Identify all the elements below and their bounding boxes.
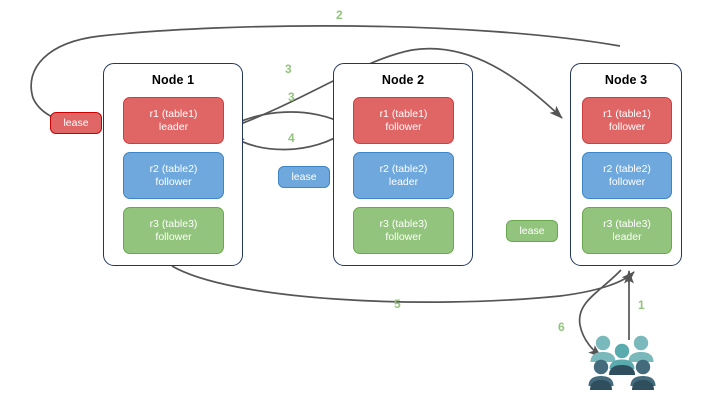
replica-name: r2 (table2)	[149, 162, 198, 175]
step-label-6: 6	[558, 320, 565, 334]
step-label-4: 4	[288, 131, 295, 145]
node-2-replica-r2: r2 (table2) leader	[353, 152, 454, 199]
lease-label: lease	[519, 224, 545, 237]
replica-role: follower	[155, 230, 192, 243]
replica-role: leader	[388, 175, 419, 188]
node-1-replica-r3: r3 (table3) follower	[123, 207, 224, 254]
node-3-replica-r3: r3 (table3) leader	[582, 207, 672, 254]
step-label-2: 2	[336, 8, 343, 22]
replica-name: r1 (table1)	[149, 107, 198, 120]
replica-name: r2 (table2)	[603, 162, 651, 175]
step-label-3-upper: 3	[285, 62, 292, 76]
node-3: Node 3 r1 (table1) follower r2 (table2) …	[570, 63, 682, 266]
replica-role: follower	[608, 120, 646, 133]
node-1-replica-r2: r2 (table2) follower	[123, 152, 224, 199]
replica-name: r3 (table3)	[379, 217, 428, 230]
node-2: Node 2 r1 (table1) follower r2 (table2) …	[333, 63, 473, 266]
node-2-replica-r3: r3 (table3) follower	[353, 207, 454, 254]
node-1-title: Node 1	[151, 73, 195, 87]
node-2-replica-r1: r1 (table1) follower	[353, 97, 454, 144]
replica-name: r3 (table3)	[149, 217, 198, 230]
node-1: Node 1 r1 (table1) leader r2 (table2) fo…	[103, 63, 243, 266]
node-2-title: Node 2	[381, 73, 425, 87]
node-3-title: Node 3	[604, 73, 648, 87]
replica-role: follower	[608, 175, 646, 188]
replica-role: follower	[385, 120, 422, 133]
replica-role: follower	[385, 230, 422, 243]
step-label-1: 1	[638, 298, 645, 312]
lease-chip-r1: lease	[50, 112, 102, 134]
node-3-replica-r2: r2 (table2) follower	[582, 152, 672, 199]
lease-label: lease	[291, 170, 317, 183]
users-front-center-figure	[609, 365, 635, 375]
replica-name: r2 (table2)	[379, 162, 428, 175]
replica-role: leader	[158, 120, 189, 133]
lease-label: lease	[63, 116, 89, 129]
step-label-3-lower: 3	[288, 90, 295, 104]
replica-name: r3 (table3)	[603, 217, 651, 230]
edge-step-5	[171, 265, 635, 303]
replica-role: follower	[155, 175, 192, 188]
replica-role: leader	[612, 230, 642, 243]
step-label-5: 5	[394, 297, 401, 311]
replica-name: r1 (table1)	[603, 107, 651, 120]
node-3-replica-r1: r1 (table1) follower	[582, 97, 672, 144]
replica-name: r1 (table1)	[379, 107, 428, 120]
lease-chip-r2: lease	[278, 166, 330, 188]
lease-chip-r3: lease	[506, 220, 558, 242]
users-icon	[588, 335, 656, 390]
node-1-replica-r1: r1 (table1) leader	[123, 97, 224, 144]
users-front-bottom-pair	[590, 380, 654, 390]
